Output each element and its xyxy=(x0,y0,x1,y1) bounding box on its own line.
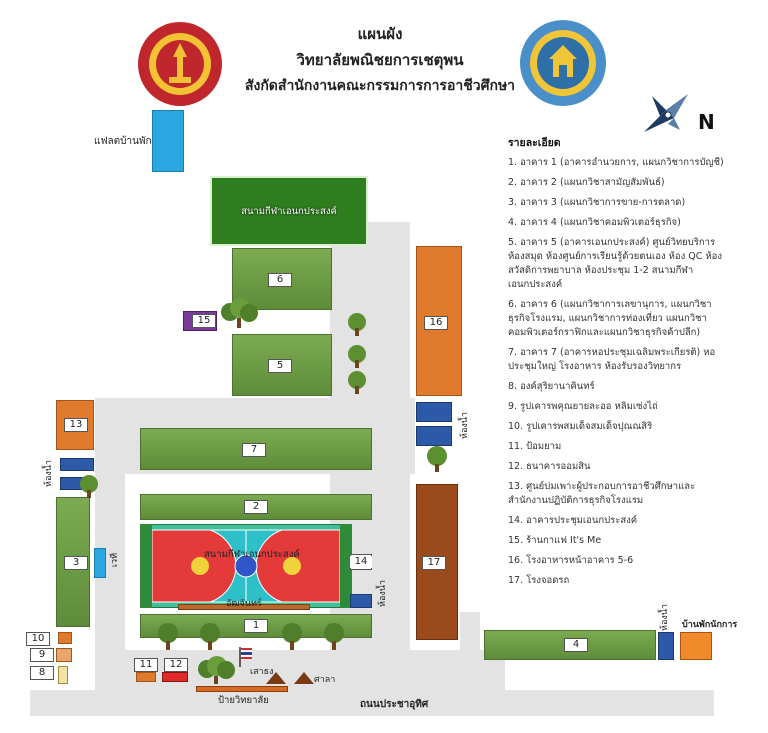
legend-item: 3. อาคาร 3 (แผนกวิชาการขาย-การตลาด) xyxy=(508,197,686,208)
restroom-court xyxy=(350,594,372,608)
pavilion-icon-a xyxy=(266,672,286,684)
building-13-number: 13 xyxy=(64,418,88,432)
road-pracha-uthit xyxy=(30,690,714,716)
tree-icon xyxy=(200,623,220,650)
tree-icon xyxy=(80,475,98,498)
legend-item: 7. อาคาร 7 (อาคารหอประชุมเฉลิมพระเกียรติ… xyxy=(508,347,716,372)
legend-item: 5. อาคาร 5 (อาคารเอนกประสงค์) ศูนย์วิทยบ… xyxy=(508,237,722,290)
legend-item: 10. รูปเคารพสมเด็จสมเด็จปุณณสิริ xyxy=(508,421,653,432)
compass-icon xyxy=(644,94,688,132)
legend-list: 1. อาคาร 1 (อาคารอำนวยการ, แผนกวิชาการบั… xyxy=(508,156,733,588)
legend-item: 12. ธนาคารออมสิน xyxy=(508,461,591,472)
basketball-court xyxy=(140,524,352,608)
road-left-vertical xyxy=(95,398,125,690)
tree-icon xyxy=(282,623,302,650)
legend-item: 4. อาคาร 4 (แผนกวิชาคอมพิวเตอร์ธุรกิจ) xyxy=(508,217,681,228)
building-10-number: 10 xyxy=(26,632,50,646)
statue-10 xyxy=(58,632,72,644)
map-title: แผนผัง xyxy=(357,25,403,43)
legend-item: 2. อาคาร 2 (แผนกวิชาสามัญสัมพันธ์) xyxy=(508,177,665,188)
building-17-number: 17 xyxy=(422,556,446,570)
sports-field: สนามกีฬาเอนกประสงค์ xyxy=(210,176,368,246)
road-right-strip xyxy=(460,612,480,662)
legend-item: 16. โรงอาหารหน้าอาคาร 5-6 xyxy=(508,555,634,566)
stage-label: เวที xyxy=(110,553,120,568)
building-11-number: 11 xyxy=(134,658,158,672)
staff-house-label: บ้านพักนักการ xyxy=(682,620,738,630)
legend-item: 17. โรงจอดรถ xyxy=(508,575,570,586)
building-16-number: 16 xyxy=(424,316,448,330)
restroom-building-4-label: ห้องน้ำ xyxy=(660,604,670,631)
legend-item: 1. อาคาร 1 (อาคารอำนวยการ, แผนกวิชาการบั… xyxy=(508,157,724,168)
tree-icon xyxy=(198,656,235,684)
tree-icon xyxy=(348,345,366,368)
building-5-number: 5 xyxy=(268,359,292,373)
guard-post-11 xyxy=(136,672,156,682)
restroom-right-label: ห้องน้ำ xyxy=(460,412,470,439)
building-1-number: 1 xyxy=(244,619,268,633)
building-3-number: 3 xyxy=(64,556,88,570)
tree-icon xyxy=(221,298,258,328)
legend-item: 11. ป้อมยาม xyxy=(508,441,562,452)
dorm-flat xyxy=(152,110,184,172)
dorm-flat-label: แฟลตบ้านพัก xyxy=(94,136,152,147)
compass-north-label: N xyxy=(698,110,715,134)
legend-item: 13. ศูนย์บ่มเพาะผู้ประกอบการอาชีวศึกษาแล… xyxy=(508,481,696,506)
pavilion-label: ศาลา xyxy=(314,675,336,685)
building-2 xyxy=(140,494,372,520)
legend-item: 6. อาคาร 6 (แผนกวิชาการเลขานุการ, แผนกวิ… xyxy=(508,299,712,338)
legend-panel: รายละเอียด 1. อาคาร 1 (อาคารอำนวยการ, แผ… xyxy=(508,136,733,594)
building-14-number: 14 xyxy=(350,556,372,568)
building-4-number: 4 xyxy=(564,638,588,652)
building-2-number: 2 xyxy=(244,500,268,514)
pavilion-icon-b xyxy=(294,672,314,684)
restroom-building-4 xyxy=(658,632,674,660)
map-subtitle-office: สังกัดสำนักงานคณะกรรมการการอาชีวศึกษา xyxy=(244,78,516,94)
restroom-left-label: ห้องน้ำ xyxy=(44,460,54,487)
tree-icon xyxy=(324,623,344,650)
college-logo xyxy=(520,20,606,106)
building-6-number: 6 xyxy=(268,273,292,287)
tree-icon xyxy=(348,313,366,336)
vocational-commission-logo xyxy=(138,22,222,106)
restroom-right-a xyxy=(416,402,452,422)
legend-item: 9. รูปเคารพคุณยายละออ หลิมเซ่งไถ่ xyxy=(508,401,658,412)
bank-12 xyxy=(162,672,188,682)
grandstand-label: อัฒจันทร์ xyxy=(226,599,262,609)
legend-item: 15. ร้านกาแฟ It's Me xyxy=(508,535,602,546)
college-sign-label: ป้ายวิทยาลัย xyxy=(218,695,269,706)
legend-title: รายละเอียด xyxy=(508,137,561,149)
flagpole-icon xyxy=(239,647,252,667)
statue-9 xyxy=(56,648,72,662)
statue-8 xyxy=(58,666,68,684)
building-9-number: 9 xyxy=(30,648,54,662)
building-8-number: 8 xyxy=(30,666,54,680)
map-subtitle-college: วิทยาลัยพณิชยการเชตุพน xyxy=(296,51,464,69)
tree-icon xyxy=(427,446,447,472)
restroom-left-a xyxy=(60,458,94,471)
tree-icon xyxy=(158,623,178,650)
legend-item: 14. อาคารประชุมเอนกประสงค์ xyxy=(508,515,638,526)
grandstand xyxy=(178,604,310,610)
building-15-number: 15 xyxy=(192,314,216,328)
restroom-court-label: ห้องน้ำ xyxy=(378,580,388,607)
staff-house xyxy=(680,632,712,660)
court-label: สนามกีฬาเอนกประสงค์ xyxy=(204,549,300,560)
legend-item: 8. องค์สุริยานาคินทร์ xyxy=(508,381,595,392)
flagpole-label: เสาธง xyxy=(250,667,274,677)
stage xyxy=(94,548,106,578)
tree-icon xyxy=(348,371,366,394)
road-label: ถนนประชาอุทิศ xyxy=(360,699,429,710)
building-12-number: 12 xyxy=(164,658,188,672)
college-sign xyxy=(196,686,288,692)
sports-field-label: สนามกีฬาเอนกประสงค์ xyxy=(241,205,337,217)
building-7-number: 7 xyxy=(242,443,266,457)
restroom-right-b xyxy=(416,426,452,446)
